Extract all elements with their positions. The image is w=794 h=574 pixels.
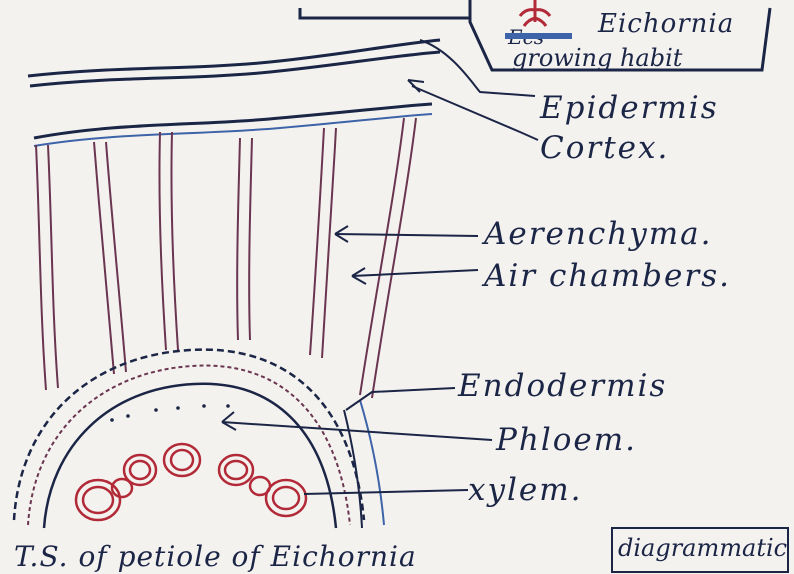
phloem-dots (110, 404, 230, 422)
xylem-vessel (164, 444, 200, 476)
xylem-vessel (219, 455, 253, 485)
caption: T.S. of petiole of Eichornia diagrammati… (14, 528, 788, 573)
label-endodermis: Endodermis (457, 368, 667, 404)
aerenchyma-pointer (335, 234, 478, 236)
xylem-vessels (76, 444, 306, 520)
vascular-bundle (14, 350, 384, 528)
cortex-band (34, 104, 432, 146)
aerenchyma-strand (310, 128, 336, 358)
label-air-chambers: Air chambers. (481, 258, 731, 294)
air-chambers-pointer (352, 270, 478, 276)
inset-subtitle: growing habit (512, 44, 683, 72)
phloem-dot (110, 418, 114, 422)
phloem-dot (176, 406, 180, 410)
aerenchyma-strand (94, 142, 126, 374)
aerenchyma-strand (237, 138, 252, 340)
label-aerenchyma: Aerenchyma. (481, 216, 712, 252)
phloem-dot (154, 408, 158, 412)
label-epidermis: Epidermis (539, 90, 719, 126)
label-cortex: Cortex. (540, 130, 669, 166)
caption-note: diagrammatic (618, 534, 787, 562)
phloem-dot (226, 404, 230, 408)
eichornia-plant-icon (520, 0, 550, 26)
aerenchyma-strand (360, 118, 416, 398)
caption-text: T.S. of petiole of Eichornia (14, 540, 417, 573)
phloem-arrowhead (222, 412, 236, 430)
inset-title: Eichornia (597, 9, 734, 39)
label-phloem: Phloem. (495, 422, 637, 458)
phloem-dot (126, 414, 130, 418)
phloem-dot (202, 404, 206, 408)
aerenchyma-strand (159, 132, 178, 350)
xylem-vessel (250, 477, 270, 495)
aerenchyma-strand (36, 145, 58, 390)
xylem-vessel (266, 480, 306, 516)
phloem-pointer (222, 422, 492, 440)
aerenchyma-strands (36, 118, 416, 398)
epidermis-band (28, 40, 440, 86)
label-xylem: xylem. (468, 472, 583, 508)
